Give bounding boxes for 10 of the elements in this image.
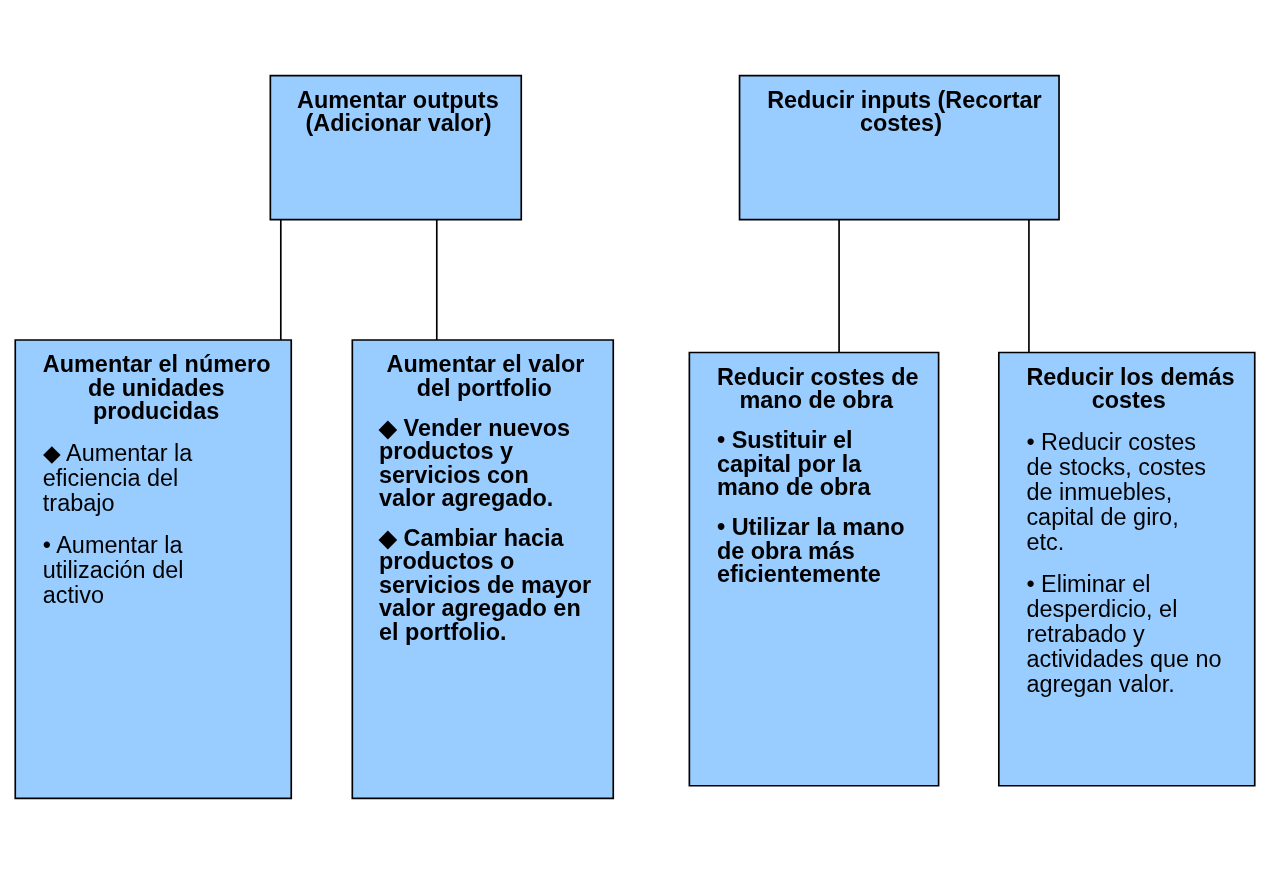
node-box: Aumentar el valor del portfolio ◆ Vender nuevos productos y servicios con valor agregado. ◆ Cambiar hacia productos o servicios de mayor valor agregado en el portfolio.	[351, 339, 615, 800]
node-box: Aumentar outputs (Adicionar valor)	[269, 74, 523, 221]
node-box: Aumentar el número de unidades producidas ◆ Aumentar la eficiencia del trabajo • Aumentar la utilización del activo	[14, 339, 293, 800]
node-box: Reducir los demás costes • Reducir costes de stocks, costes de inmuebles, capital de giro, etc. • Eliminar el desperdicio, el retrabado y actividades que no agregan valor.	[998, 351, 1256, 787]
connector	[435, 218, 438, 341]
node-box: Reducir costes de mano de obra • Sustituir el capital por la mano de obra • Utilizar la mano de obra más eficientemente	[688, 351, 940, 787]
connector	[279, 218, 282, 341]
connector	[1028, 218, 1030, 354]
node-box: Reducir inputs (Recortar costes)	[738, 74, 1060, 221]
connector	[838, 218, 840, 354]
